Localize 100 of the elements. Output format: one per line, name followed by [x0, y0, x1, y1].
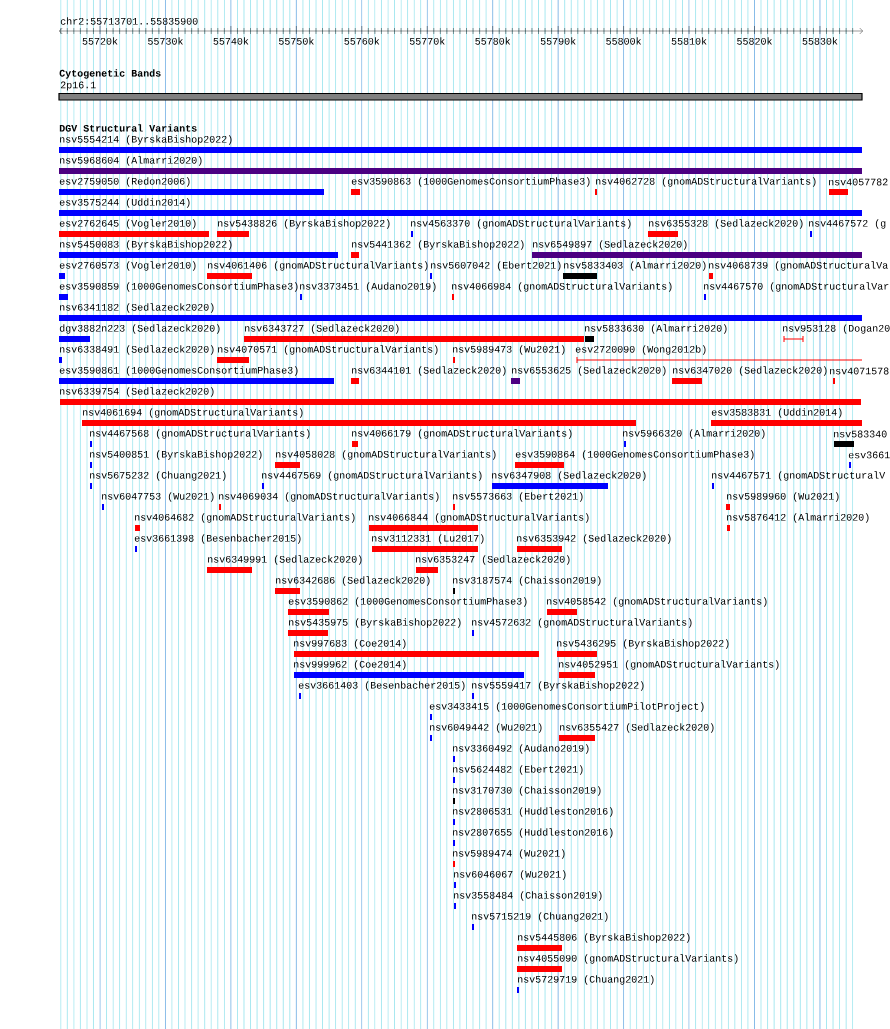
variant-feature: nsv3360492 (Audano2019) [453, 744, 589, 762]
variant-feature: nsv5966320 (Almarri2020) [623, 429, 765, 447]
node-label: nsv5559417 (ByrskaBishop2022) [472, 681, 644, 691]
node-label: nsv4467569 (gnomADStructuralVariants) [262, 471, 482, 481]
variant-feature: esv3433415 (1000GenomesConsortiumPilotProject) [429, 702, 704, 720]
node-label: esv3590859 (1000GenomesConsortiumPhase3) [59, 282, 298, 292]
tick-label: 55810k [671, 37, 707, 45]
variant-feature: nsv5729719 (Chuang2021) [517, 975, 654, 993]
variant-feature: nsv3187574 (Chaisson2019) [453, 576, 601, 594]
variant-feature: nsv4064682 (gnomADStructuralVariants) [135, 513, 355, 531]
variant-feature: esv2759050 (Redon2006) [59, 177, 324, 195]
node-label: nsv5624482 (Ebert2021) [453, 765, 583, 775]
node-label: nsv6353247 (Sedlazeck2020) [416, 555, 570, 565]
variant-feature: nsv4467569 (gnomADStructuralVariants) [262, 471, 482, 489]
node-label: nsv4467570 (gnomADStructuralVar [704, 282, 889, 292]
node-label: nsv5876412 (Almarri2020) [727, 513, 869, 523]
node-label: nsv4061694 (gnomADStructuralVariants) [83, 408, 303, 418]
tick-label: 55720k [82, 37, 118, 45]
node-label: esv3661403 (Besenbacher2015) [298, 681, 465, 691]
variant-feature: esv3590863 (1000GenomesConsortiumPhase3) [351, 177, 590, 195]
variant-feature: nsv6355328 (Sedlazeck2020) [648, 219, 803, 237]
variant-feature: nsv583340 [834, 430, 887, 447]
variant-feature: nsv3170730 (Chaisson2019) [453, 786, 601, 804]
node-label: nsv6341182 (Sedlazeck2020) [60, 303, 214, 313]
variant-feature: nsv5989473 (Wu2021) [453, 345, 565, 363]
tick-label: 55800k [606, 37, 642, 45]
node-label: nsv5966320 (Almarri2020) [623, 429, 765, 439]
variant-feature: nsv4058542 (gnomADStructuralVariants) [547, 597, 767, 615]
tick-label: 55740k [213, 37, 249, 45]
node-label: nsv4052951 (gnomADStructuralVariants) [559, 660, 779, 670]
node-label: nsv6349991 (Sedlazeck2020) [208, 555, 362, 565]
variant-feature: nsv6549897 (Sedlazeck2020) [532, 240, 862, 258]
variant-feature: nsv6339754 (Sedlazeck2020) [60, 387, 861, 405]
variant-feature: nsv4066984 (gnomADStructuralVariants) [452, 282, 672, 300]
variant-feature: nsv5607042 (Ebert2021) [430, 261, 561, 279]
node-label: nsv4057782 [829, 178, 888, 186]
tick-label: 55780k [475, 37, 511, 45]
node-label: nsv3112331 (Lu2017) [372, 534, 484, 544]
variant-feature: nsv6353247 (Sedlazeck2020) [416, 555, 570, 573]
variant-feature: nsv4467572 (g [809, 219, 886, 237]
node-label: nsv5715219 (Chuang2021) [472, 912, 608, 922]
node-label: nsv5968604 (Almarri2020) [60, 156, 202, 166]
variant-feature: esv3590861 (1000GenomesConsortiumPhase3) [59, 366, 334, 384]
variant-feature: nsv4070571 (gnomADStructuralVariants) [217, 345, 438, 363]
node-label: nsv5441362 (ByrskaBishop2022) [352, 240, 524, 250]
variant-feature: nsv4467571 (gnomADStructuralV [712, 471, 886, 489]
variant-feature: nsv6047753 (Wu2021) [102, 492, 214, 510]
variant-feature: nsv997683 (Coe2014) [294, 639, 539, 657]
node-label: nsv6047753 (Wu2021) [102, 492, 214, 502]
variant-feature: nsv5445806 (ByrskaBishop2022) [517, 933, 690, 951]
tick-label: 55820k [737, 37, 772, 45]
node-label: nsv4467572 (g [809, 219, 886, 229]
variant-feature: nsv3373451 (Audano2019) [300, 282, 436, 300]
node-label: nsv5445806 (ByrskaBishop2022) [518, 933, 690, 943]
track-title: DGV Structural Variants [59, 124, 197, 132]
node-label: esv2760573 (Vogler2010) [59, 261, 196, 271]
variant-feature: nsv953128 (Dogan20 [783, 324, 890, 343]
node-label: nsv5435975 (ByrskaBishop2022) [289, 618, 461, 628]
node-label: nsv3360492 (Audano2019) [453, 744, 589, 754]
node-label: nsv5833403 (Almarri2020) [564, 261, 706, 271]
node-label: nsv6046067 (Wu2021) [454, 870, 566, 880]
node-label: nsv4058028 (gnomADStructuralVariants) [276, 450, 496, 460]
variant-feature: nsv4069034 (gnomADStructuralVariants) [219, 492, 439, 510]
variant-feature: nsv4061694 (gnomADStructuralVariants) [82, 408, 636, 426]
variant-feature: nsv6553625 (Sedlazeck2020) [511, 366, 666, 384]
node-label: nsv6553625 (Sedlazeck2020) [512, 366, 666, 376]
variant-feature: nsv4066844 (gnomADStructuralVariants) [369, 513, 589, 531]
variant-feature: nsv5400851 (ByrskaBishop2022) [90, 450, 262, 468]
variant-feature: nsv6349991 (Sedlazeck2020) [207, 555, 362, 573]
node-label: nsv4563370 (gnomADStructuralVariants) [411, 219, 631, 229]
node-label: nsv6347908 (Sedlazeck2020) [492, 471, 646, 481]
variant-feature: nsv4572632 (gnomADStructuralVariants) [472, 618, 692, 636]
variant-feature: dgv3882n223 (Sedlazeck2020) [59, 324, 220, 342]
variant-feature: nsv5624482 (Ebert2021) [453, 765, 583, 783]
node-label: nsv5554214 (ByrskaBishop2022) [60, 135, 232, 145]
node-label: nsv5729719 (Chuang2021) [518, 975, 654, 985]
track-title: Cytogenetic Bands [59, 69, 161, 79]
variant-feature: nsv5436295 (ByrskaBishop2022) [557, 639, 729, 657]
node-label: nsv5989960 (Wu2021) [727, 492, 839, 502]
variant-feature: nsv4057782 [829, 178, 888, 195]
variant-feature: nsv5715219 (Chuang2021) [472, 912, 608, 930]
node-label: nsv4467568 (gnomADStructuralVariants) [90, 429, 310, 439]
variant-feature: nsv4061406 (gnomADStructuralVariants) [207, 261, 428, 279]
variant-feature: nsv5435975 (ByrskaBishop2022) [288, 618, 461, 636]
node-label: nsv6049442 (Wu2021) [430, 723, 542, 733]
position-label: chr2:55713701..55835900 [60, 17, 198, 25]
node-label: nsv3558484 (Chaisson2019) [454, 891, 602, 901]
node-label: nsv6549897 (Sedlazeck2020) [533, 240, 687, 250]
tick-label: 55790k [540, 37, 576, 45]
node-label: nsv5573663 (Ebert2021) [453, 492, 583, 502]
variant-feature: nsv5968604 (Almarri2020) [59, 156, 862, 174]
node-label: dgv3882n223 (Sedlazeck2020) [59, 324, 220, 334]
variant-feature: esv2720090 (Wong2012b) [575, 345, 863, 364]
node-label: esv3590863 (1000GenomesConsortiumPhase3) [351, 177, 590, 187]
variant-feature: nsv3558484 (Chaisson2019) [454, 891, 602, 909]
variant-feature: nsv4052951 (gnomADStructuralVariants) [559, 660, 779, 678]
variant-feature: nsv2807655 (Huddleston2016) [453, 828, 613, 846]
variant-feature: nsv4066179 (gnomADStructuralVariants) [352, 429, 572, 447]
variant-feature: esv3661398 (Besenbacher2015) [134, 534, 301, 552]
variant-feature: nsv6049442 (Wu2021) [430, 723, 542, 741]
